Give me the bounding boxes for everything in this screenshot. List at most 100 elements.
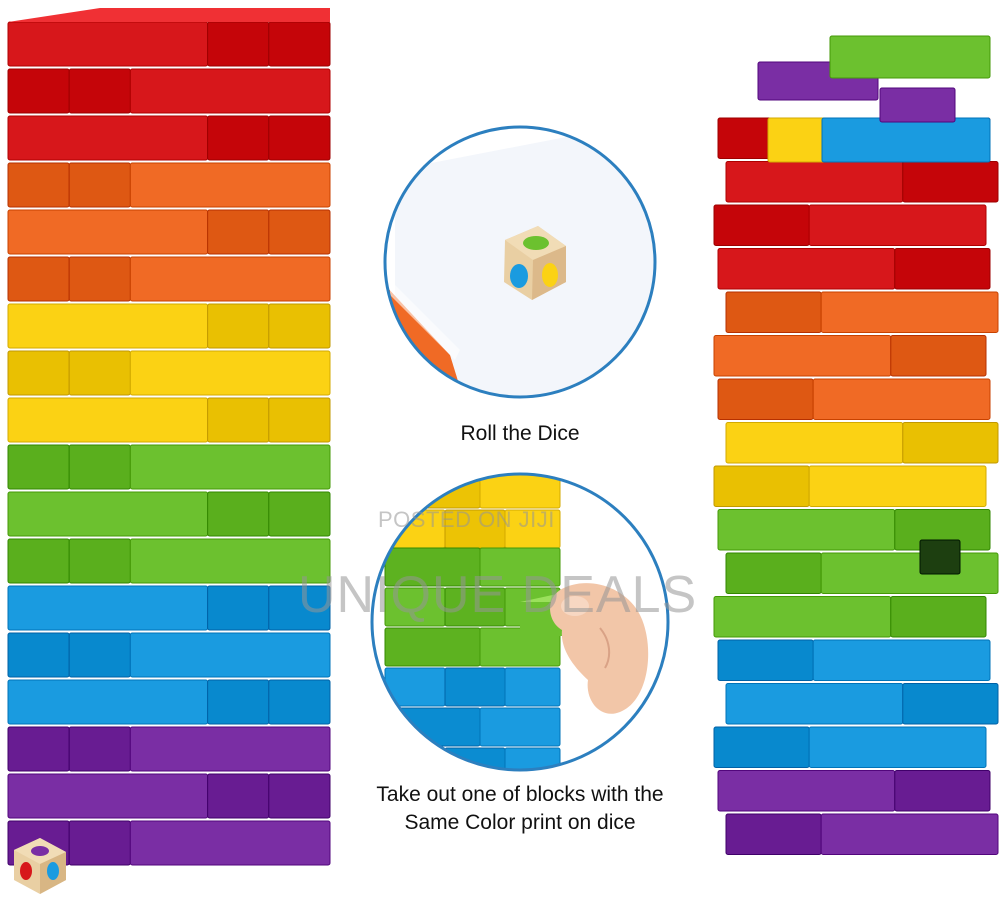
wood-block <box>268 679 331 725</box>
watermark-posted: POSTED ON JIJI <box>378 507 555 532</box>
wood-block <box>879 87 956 123</box>
wood-block <box>7 444 70 490</box>
wood-block <box>68 68 131 114</box>
wood-block <box>129 256 331 302</box>
wood-block <box>268 397 331 443</box>
wood-block <box>7 632 70 678</box>
wood-block <box>7 585 209 631</box>
wood-block <box>713 465 810 507</box>
wood-block <box>890 596 987 638</box>
wood-block <box>268 491 331 537</box>
wood-block <box>268 21 331 67</box>
dice-icon <box>504 226 566 300</box>
wood-block <box>812 378 991 420</box>
wood-block <box>268 773 331 819</box>
wood-block <box>68 256 131 302</box>
wood-block <box>268 303 331 349</box>
wood-block <box>207 115 270 161</box>
wood-block <box>717 378 814 420</box>
wood-block <box>7 68 70 114</box>
wood-block <box>268 585 331 631</box>
wood-block <box>384 627 481 667</box>
wood-block <box>129 444 331 490</box>
wood-block <box>725 422 904 464</box>
wood-block <box>725 161 904 203</box>
wood-block <box>7 397 209 443</box>
wood-block <box>268 115 331 161</box>
wood-block <box>7 303 209 349</box>
wood-block <box>713 726 810 768</box>
wood-block <box>7 679 209 725</box>
wood-block <box>207 21 270 67</box>
wood-block <box>68 632 131 678</box>
wood-block <box>129 350 331 396</box>
wood-block <box>129 820 331 866</box>
wood-block <box>207 397 270 443</box>
wood-block <box>444 667 506 707</box>
wood-block <box>207 585 270 631</box>
wood-block <box>829 35 991 79</box>
wood-block <box>268 209 331 255</box>
wood-block <box>479 707 561 747</box>
wood-block <box>713 204 810 246</box>
dice-inset-circle <box>383 125 657 399</box>
wood-block <box>713 596 892 638</box>
wood-block <box>207 209 270 255</box>
wood-block <box>713 335 892 377</box>
wood-block <box>820 552 999 594</box>
wood-block <box>725 552 822 594</box>
wood-block <box>821 117 991 163</box>
left-tower <box>7 8 331 866</box>
wood-block <box>479 547 561 587</box>
wood-block <box>7 162 70 208</box>
wood-block <box>717 770 896 812</box>
watermark-brand: UNIQUE DEALS <box>298 566 698 624</box>
wood-block <box>808 465 987 507</box>
take-out-block-caption: Take out one of blocks with the Same Col… <box>330 781 710 837</box>
wood-block <box>894 770 991 812</box>
wood-block <box>207 491 270 537</box>
wood-block <box>479 474 561 509</box>
small-dice-icon <box>14 838 66 894</box>
wood-block <box>7 538 70 584</box>
wood-block <box>68 820 131 866</box>
wood-block <box>7 256 70 302</box>
wood-block <box>902 422 999 464</box>
wood-block <box>7 115 209 161</box>
take-out-block-caption-line1: Take out one of blocks with the <box>376 783 664 806</box>
wood-block <box>725 683 904 725</box>
wood-block <box>68 538 131 584</box>
tower-top-face <box>8 8 330 22</box>
right-tower <box>713 35 999 855</box>
wood-block <box>820 291 999 333</box>
wood-block <box>717 248 896 290</box>
wood-block <box>717 639 814 681</box>
wood-block <box>207 679 270 725</box>
block-gap <box>919 539 961 575</box>
wood-block <box>7 209 209 255</box>
wood-block <box>129 632 331 678</box>
wood-block <box>7 350 70 396</box>
take-out-block-caption-line2: Same Color print on dice <box>404 811 636 834</box>
wood-block <box>207 303 270 349</box>
wood-block <box>7 21 209 67</box>
wood-block <box>820 813 999 855</box>
wood-block <box>7 491 209 537</box>
wood-block <box>7 773 209 819</box>
wood-block <box>717 509 896 551</box>
wood-block <box>894 248 991 290</box>
wood-block <box>129 726 331 772</box>
wood-block <box>129 68 331 114</box>
wood-block <box>7 726 70 772</box>
wood-block <box>68 726 131 772</box>
wood-block <box>129 538 331 584</box>
wood-block <box>725 291 822 333</box>
wood-block <box>902 683 999 725</box>
wood-block <box>504 667 561 707</box>
wood-block <box>890 335 987 377</box>
wood-block <box>68 350 131 396</box>
wood-block <box>207 773 270 819</box>
wood-block <box>725 813 822 855</box>
